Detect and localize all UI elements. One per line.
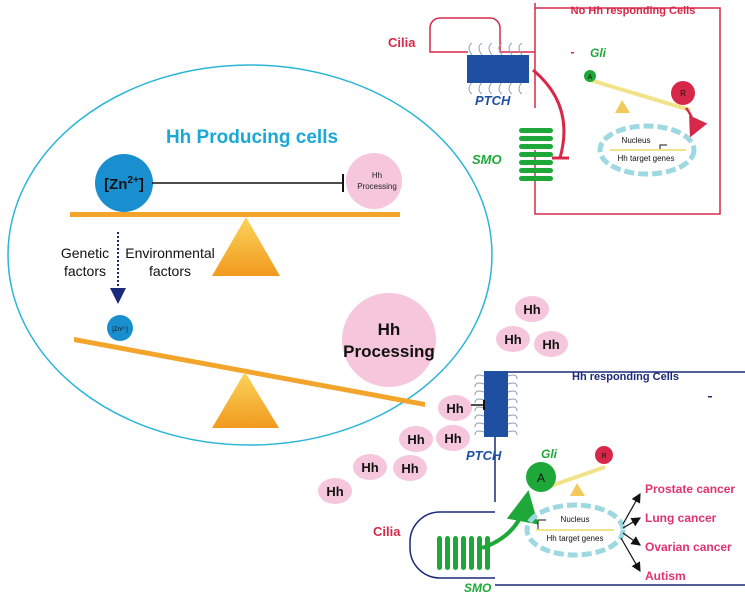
svg-text:Hh: Hh: [523, 302, 540, 317]
balanced-seesaw-plank: [70, 212, 400, 217]
responding-ptch-label: PTCH: [466, 448, 502, 463]
no-hh-responding-cell: No Hh responding Cells Cilia PTCH SMO Gl…: [388, 3, 721, 215]
svg-text:Hh: Hh: [361, 460, 378, 475]
responding-smo-receptor: [437, 536, 490, 570]
hh-processing-small-line1: Hh: [372, 171, 382, 180]
hh-processing-small-line2: Processing: [357, 182, 397, 191]
svg-text:Hh: Hh: [326, 484, 343, 499]
svg-text:Hh: Hh: [407, 432, 424, 447]
responding-cilium: [409, 511, 495, 579]
zinc-ion-large: [95, 154, 153, 212]
genetic-factors-line2: factors: [64, 263, 106, 279]
responding-activator-label: A: [537, 471, 545, 485]
no-responding-gli-label: Gli: [590, 46, 607, 60]
no-responding-target-genes: Hh target genes: [618, 154, 675, 163]
hh-ligand: Hh: [534, 331, 568, 357]
tilted-seesaw-plank: [74, 337, 425, 407]
no-responding-nucleus: [597, 123, 697, 177]
hh-responding-cell: Hh responding Cells PTCH SMO Cilia Gli: [373, 371, 745, 595]
no-responding-gli-fulcrum: [615, 100, 630, 113]
hh-processing-large-circle: [342, 293, 436, 387]
responding-title: Hh responding Cells: [572, 371, 679, 383]
hh-ligand: Hh: [515, 296, 549, 322]
no-responding-nucleus-label: Nucleus: [622, 136, 651, 145]
no-responding-ptch-receptor: [467, 42, 529, 95]
responding-cilia-label: Cilia: [373, 524, 401, 539]
hh-ligand: Hh: [318, 478, 352, 504]
svg-text:Hh: Hh: [444, 431, 461, 446]
repressor-to-nucleus-arrow: [685, 107, 708, 138]
outcome-autism: Autism: [645, 569, 686, 583]
hh-producing-cell: Hh Producing cells [Zn2+] Hh Processing …: [7, 64, 493, 446]
no-responding-gli-plank: [589, 78, 691, 112]
no-responding-activator: [584, 70, 596, 82]
tilted-seesaw: [Zn²⁺] Hh Processing: [74, 293, 436, 428]
responding-repressor: [595, 446, 613, 464]
no-responding-repressor: [671, 81, 695, 105]
producing-cell-membrane: [7, 64, 493, 446]
responding-activator: [526, 462, 556, 492]
hh-ligand: Hh: [393, 455, 427, 481]
outcome-arrow-ovarian: [622, 532, 641, 546]
zinc-ion-large-label: [Zn2+]: [104, 175, 144, 193]
no-responding-repressor-label: R: [680, 89, 686, 98]
outcome-arrow-autism: [620, 537, 641, 573]
no-responding-activator-label: A: [588, 74, 593, 81]
no-responding-dash: [571, 52, 574, 54]
svg-text:Hh: Hh: [504, 332, 521, 347]
balanced-seesaw-fulcrum: [212, 217, 280, 276]
responding-ptch-receptor: [474, 371, 518, 437]
outcome-lung-cancer: Lung cancer: [645, 511, 717, 525]
hh-ligand: Hh: [353, 454, 387, 480]
outcome-ovarian-cancer: Ovarian cancer: [645, 540, 732, 554]
responding-target-genes: Hh target genes: [547, 534, 604, 543]
no-responding-cell-membrane: [534, 3, 721, 215]
no-responding-cilia-label: Cilia: [388, 35, 416, 50]
hh-ligand-cluster: Hh Hh Hh Hh Hh Hh Hh Hh Hh: [318, 296, 568, 504]
responding-nucleus: [524, 502, 626, 558]
responding-promoter-mark: [537, 519, 546, 530]
outcome-arrow-lung: [622, 517, 642, 529]
hh-ligand: Hh: [496, 326, 530, 352]
hh-ligand: Hh: [438, 395, 472, 421]
environmental-factors-line2: factors: [149, 263, 191, 279]
hh-processing-small-circle: [346, 153, 402, 209]
no-responding-title: No Hh responding Cells: [571, 5, 696, 17]
hh-processing-large-line1: Hh: [378, 320, 401, 339]
outcome-arrow-prostate: [622, 492, 641, 525]
svg-text:Hh: Hh: [542, 337, 559, 352]
responding-smo-label: SMO: [464, 581, 492, 595]
svg-text:Hh: Hh: [446, 401, 463, 416]
responding-nucleus-label: Nucleus: [561, 515, 590, 524]
responding-gli-fulcrum: [570, 483, 585, 496]
zinc-ion-small-label: [Zn²⁺]: [112, 326, 128, 333]
svg-text:Hh: Hh: [401, 461, 418, 476]
genetic-factors-line1: Genetic: [61, 245, 109, 261]
hh-processing-large-line2: Processing: [343, 342, 435, 361]
balanced-seesaw: [Zn2+] Hh Processing: [70, 153, 402, 276]
responding-gli-plank: [544, 465, 606, 490]
no-responding-promoter-mark: [659, 144, 667, 150]
no-responding-smo-label: SMO: [472, 152, 502, 167]
outcome-prostate-cancer: Prostate cancer: [645, 482, 735, 496]
hh-ligand: Hh: [436, 425, 470, 451]
tilted-seesaw-fulcrum: [212, 372, 279, 428]
responding-gli-label: Gli: [541, 447, 558, 461]
responding-repressor-label: R: [601, 453, 606, 460]
ptch-inhibits-smo-arrow: [532, 68, 566, 159]
responding-dash: [708, 396, 712, 398]
no-responding-cilium: [429, 17, 535, 53]
smo-activates-gli-arrow: [481, 490, 539, 550]
producing-cell-title: Hh Producing cells: [166, 127, 338, 148]
hh-ligand: Hh: [399, 426, 433, 452]
no-responding-smo-receptor: [519, 128, 553, 181]
zinc-ion-small: [107, 315, 133, 341]
no-responding-ptch-label: PTCH: [475, 93, 511, 108]
environmental-factors-line1: Environmental: [125, 245, 215, 261]
